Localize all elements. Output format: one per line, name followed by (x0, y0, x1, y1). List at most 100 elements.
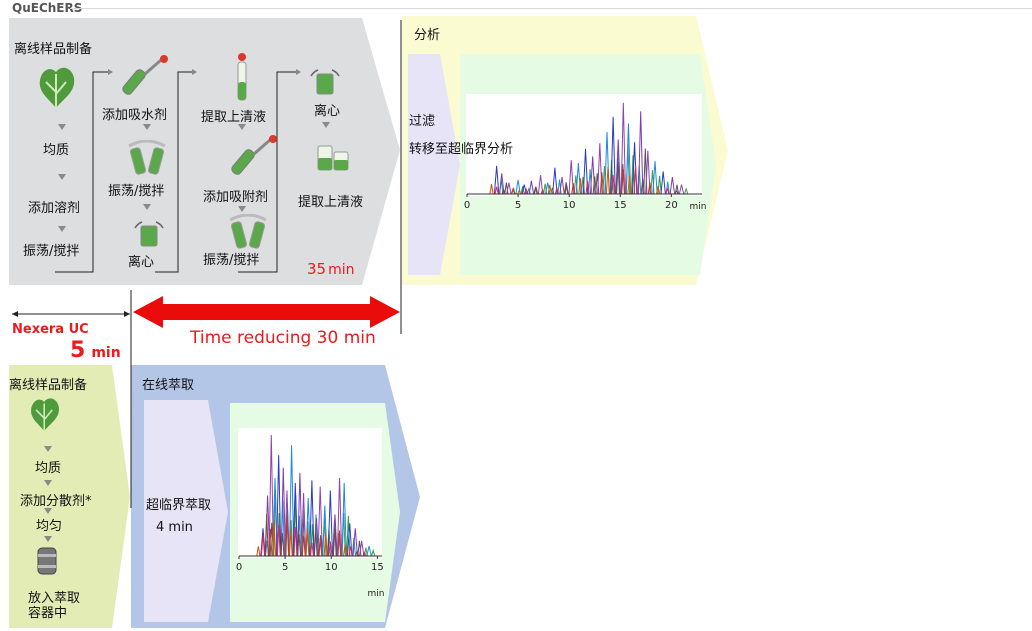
chromatogram-peak (301, 535, 306, 557)
chromatogram-peak (351, 537, 356, 557)
chromatogram-peak (554, 186, 559, 195)
chromatogram-peak (260, 534, 266, 557)
chromatogram-peak (317, 486, 323, 557)
chromatogram-peak (327, 490, 334, 557)
chromatogram-peak (625, 123, 632, 195)
chromatogram-peak (674, 189, 679, 195)
chromatogram-peak (616, 162, 621, 195)
x-tick-label: 10 (563, 200, 576, 211)
shaking-tubes-icon-2 (229, 214, 267, 249)
chromatogram-peak (293, 526, 298, 557)
nexera-time-unit: min (91, 345, 121, 361)
arrow-down-icon (44, 536, 52, 542)
step-extract-supernatant-2: 提取上清液 (298, 195, 364, 210)
step-add-sorbent: 添加吸附剂 (203, 190, 269, 205)
shaking-tubes-icon (128, 140, 166, 175)
chromatogram-peak (605, 166, 611, 195)
chromatogram-peak (610, 116, 616, 195)
online-extraction-title: 在线萃取 (142, 378, 195, 393)
step-centrifuge-1: 离心 (128, 255, 155, 270)
chromatogram-peak (489, 184, 494, 195)
chromatogram-peak (336, 477, 343, 557)
chromatogram-peak (571, 183, 576, 195)
centrifuge-tube-icon-2 (310, 69, 340, 95)
x-axis-unit: min (690, 202, 707, 212)
chromatogram-peak (647, 182, 652, 195)
chromatogram-peak (592, 176, 597, 195)
chromatogram-peak (346, 515, 351, 557)
nexera-step-homogenize: 均质 (35, 461, 62, 476)
chromatogram-peak (366, 545, 372, 557)
centrifuge-tube-icon (134, 221, 164, 247)
step-add-solvent: 添加溶剂 (28, 201, 81, 216)
chromatogram-peak (332, 514, 338, 557)
step-extract-supernatant-1: 提取上清液 (201, 110, 267, 125)
filter-label: 过滤 (409, 114, 436, 129)
chromatogram-peak (528, 180, 535, 195)
chromatogram-peak (669, 177, 676, 195)
chromatogram-peak (627, 175, 632, 195)
x-tick-label: 5 (515, 200, 521, 211)
sfe-time: 4 min (156, 520, 193, 535)
arrow-down-icon (58, 226, 66, 232)
chromatogram-peak (517, 189, 522, 195)
chromatogram-peak (678, 184, 685, 195)
chromatogram-peak (501, 188, 506, 195)
quechers-time-value: 35 (307, 260, 327, 278)
chromatogram-peak (568, 160, 574, 195)
chromatogram-peak (288, 530, 293, 557)
arrow-down-icon (238, 124, 246, 130)
chromatogram-peak (621, 169, 626, 195)
chromatogram-peak (652, 161, 658, 195)
chromatogram-peak (362, 551, 367, 557)
chromatogram-peak (665, 186, 670, 195)
chromatogram-peak (297, 472, 303, 557)
quechers-time-unit: min (328, 262, 355, 278)
quechers-offline-title: 离线样品制备 (14, 42, 93, 57)
chromatogram-peak (578, 178, 583, 195)
chromatogram-peak (328, 541, 333, 557)
chromatogram-peak (552, 167, 558, 195)
x-tick-label: 0 (464, 200, 470, 211)
chromatogram-peak (499, 173, 505, 195)
chromatogram-peak (520, 186, 525, 195)
vials-icon (317, 145, 349, 171)
chromatogram-peak (515, 179, 521, 195)
step-shake-2: 振荡/搅拌 (108, 184, 165, 199)
chromatogram-peak (264, 513, 269, 557)
supernatant-tube-icon (237, 53, 247, 101)
chromatogram-peak (620, 102, 627, 195)
chromatogram-peak (352, 528, 358, 557)
step-add-desiccant: 添加吸水剂 (102, 108, 168, 123)
chromatogram-peak (660, 171, 666, 195)
sfe-panel (144, 400, 228, 622)
chromatogram-peak (506, 182, 512, 195)
chromatogram-peak (318, 538, 323, 557)
time-reduction-label: Time reducing 30 min (190, 328, 376, 348)
chromatogram-peak (271, 520, 277, 557)
chromatogram-peak (599, 172, 604, 195)
chromatogram-peak (280, 533, 285, 557)
chromatogram-peak (300, 492, 307, 557)
chromatogram-peak (348, 546, 353, 557)
chromatogram-peak (256, 546, 261, 557)
chromatogram-peak (582, 148, 589, 195)
chromatogram-peak (597, 143, 603, 195)
chromatogram-peak (547, 184, 552, 195)
chromatogram-peak (337, 530, 342, 557)
analysis-title: 分析 (414, 28, 441, 43)
x-tick-label: 10 (325, 562, 338, 573)
pipette-icon (122, 55, 168, 95)
quechers-panel (9, 18, 400, 285)
chromatogram-peak (288, 445, 295, 557)
nexera-step-mix: 均匀 (36, 519, 63, 534)
chromatogram-peak (493, 165, 500, 195)
chromatogram-peak (276, 525, 281, 557)
chromatogram-peak (633, 165, 638, 195)
chromatogram-peak (540, 188, 545, 195)
chromatogram-peak (309, 542, 314, 557)
arrow-down-icon (58, 174, 66, 180)
